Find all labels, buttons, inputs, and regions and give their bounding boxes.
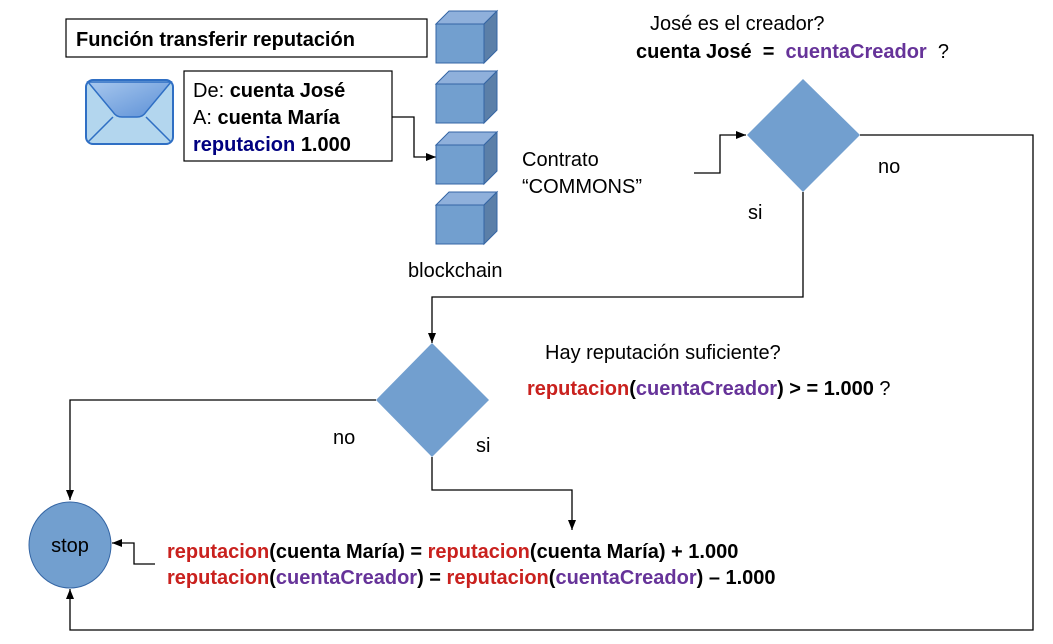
connector-decision2-no xyxy=(66,399,376,500)
message-amount: reputacion 1.000 xyxy=(193,134,351,156)
decision1-condition: cuenta José = cuentaCreador ? xyxy=(636,41,949,63)
decision2-question: Hay reputación suficiente? xyxy=(545,342,781,364)
message-to: A: cuenta María xyxy=(193,107,341,129)
decision1-diamond xyxy=(747,79,860,192)
connector-decision2-yes xyxy=(431,457,576,530)
decision2-no-label: no xyxy=(333,427,355,449)
action-line1: reputacion(cuenta María) = reputacion(cu… xyxy=(167,541,738,563)
title-text: Función transferir reputación xyxy=(76,29,355,51)
block-icon xyxy=(434,69,499,125)
connector-message-to-block xyxy=(392,116,436,161)
message-from: De: cuenta José xyxy=(193,80,345,102)
message-box: De: cuenta José A: cuenta María reputaci… xyxy=(183,70,393,162)
blockchain-label: blockchain xyxy=(408,260,503,282)
contract-label-line1: Contrato xyxy=(522,149,599,171)
action-line2: reputacion(cuentaCreador) = reputacion(c… xyxy=(167,567,776,589)
block-icon xyxy=(434,9,499,65)
title-box: Función transferir reputación xyxy=(65,18,428,58)
decision1-yes-label: si xyxy=(748,202,762,224)
connector-decision1-yes xyxy=(428,192,804,343)
decision2-diamond xyxy=(376,343,489,457)
decision2-yes-label: si xyxy=(476,435,490,457)
contract-label-line2: “COMMONS” xyxy=(522,176,642,198)
decision1-no-label: no xyxy=(878,156,900,178)
block-icon xyxy=(434,190,499,246)
connector-action-to-stop xyxy=(112,539,155,565)
block-icon xyxy=(434,130,499,186)
blockchain-cubes xyxy=(434,9,499,246)
stop-label: stop xyxy=(51,535,89,557)
stop-node xyxy=(28,501,112,589)
connector-decision1-no xyxy=(66,134,1034,631)
decision2-condition: reputacion(cuentaCreador) > = 1.000 ? xyxy=(527,378,891,400)
connector-contract-to-decision1 xyxy=(694,131,746,174)
envelope-icon xyxy=(85,79,174,145)
decision1-question: José es el creador? xyxy=(650,13,825,35)
